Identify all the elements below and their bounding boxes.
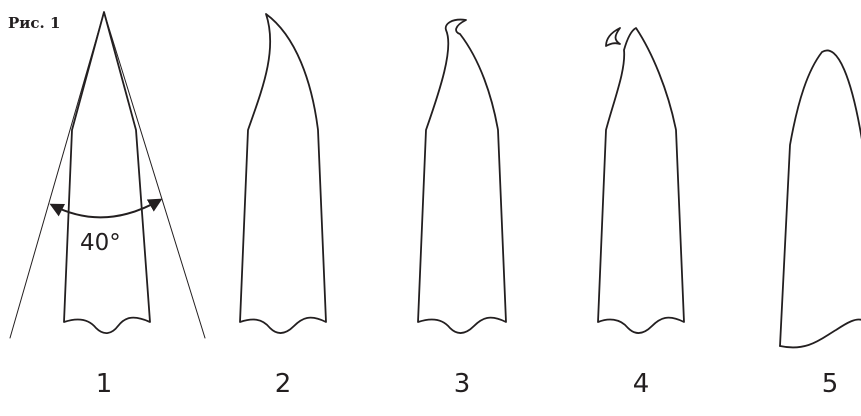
- tip-1-outline: [9, 11, 206, 339]
- tip-5-number: 5: [822, 369, 839, 399]
- tip-5-outline: [779, 49, 861, 349]
- tip-2-number: 2: [275, 369, 292, 399]
- tip-3-outline: [417, 18, 507, 334]
- figure-title: Рис. 1: [8, 14, 61, 32]
- angle-arrow: [49, 198, 163, 219]
- tip-4-number: 4: [633, 369, 650, 399]
- tip-2-outline: [239, 13, 327, 334]
- tip-1-number: 1: [96, 369, 113, 399]
- angle-label: 40°: [80, 230, 121, 256]
- tip-4-fragment: [605, 27, 621, 47]
- tip-4-outline: [597, 27, 685, 334]
- angle-line-right: [103, 11, 206, 339]
- tip-3-number: 3: [454, 369, 471, 399]
- angle-line-left: [9, 11, 105, 339]
